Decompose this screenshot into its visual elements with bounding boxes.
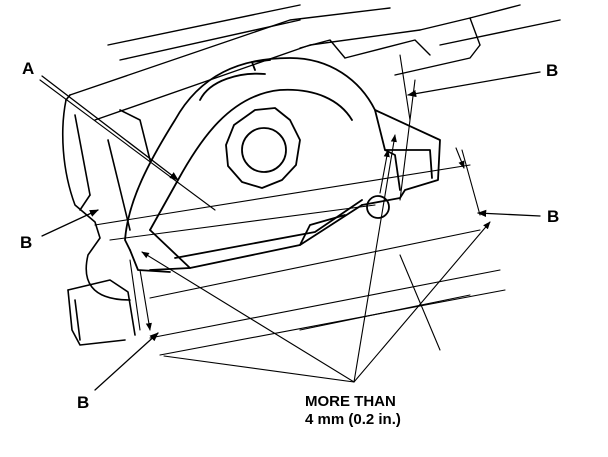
label-ref-b-left: B: [20, 233, 32, 252]
label-ref-b-top: B: [546, 61, 558, 80]
measurement-note-line2: 4 mm (0.2 in.): [305, 411, 401, 428]
label-part-a: A: [22, 59, 34, 78]
reference-lines: [39, 54, 506, 356]
measurement-note-line1: MORE THAN: [305, 393, 396, 410]
label-ref-b-right: B: [547, 207, 559, 226]
engine-housing: [69, 4, 561, 121]
rocker-arm: [124, 57, 441, 273]
dimension-arrows: [139, 134, 491, 383]
cylinder-head-block: [61, 94, 151, 346]
callout-leaders: [41, 71, 541, 391]
label-ref-b-bottom: B: [77, 393, 89, 412]
